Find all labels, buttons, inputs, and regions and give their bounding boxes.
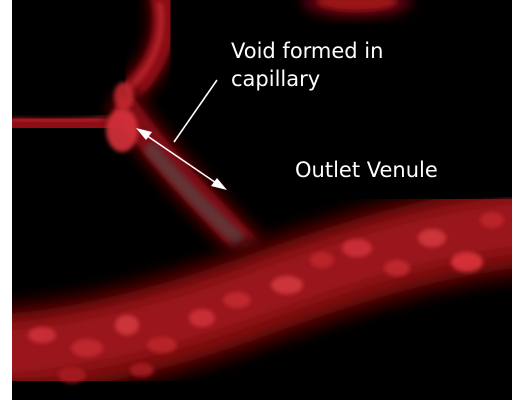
micrograph: Void formed in capillary Outlet Venule xyxy=(12,0,512,400)
void-annotation-label: Void formed in capillary xyxy=(231,37,383,93)
void-label-line1: Void formed in xyxy=(231,37,383,65)
void-label-line2: capillary xyxy=(231,65,383,93)
outlet-venule-label: Outlet Venule xyxy=(295,156,438,184)
